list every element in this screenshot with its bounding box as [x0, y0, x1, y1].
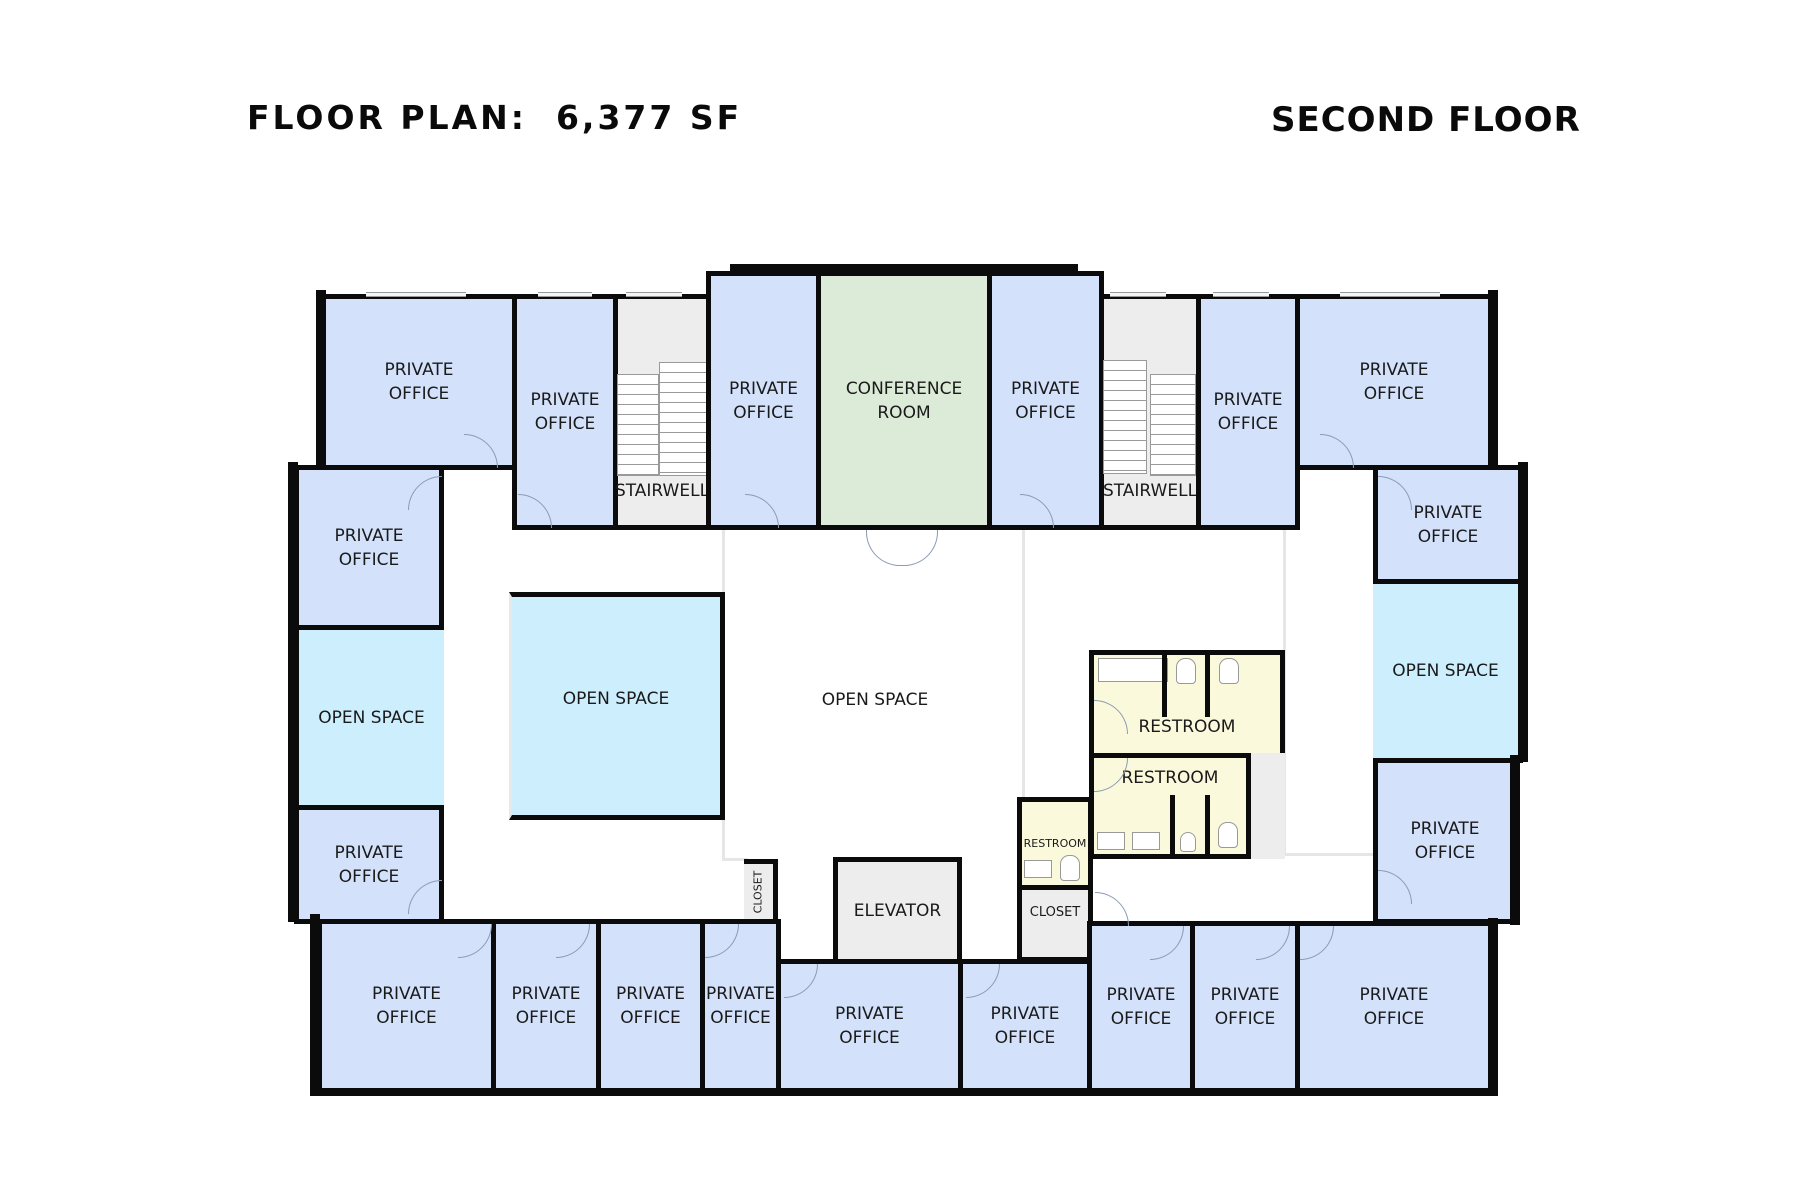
utility-strip — [1246, 753, 1285, 859]
window — [538, 292, 592, 297]
window — [1110, 292, 1166, 297]
toilet-icon — [1176, 658, 1196, 684]
room-label: CLOSET — [1029, 905, 1081, 920]
exterior-wall — [730, 264, 1078, 274]
private-office-bottom-4[interactable]: PRIVATE OFFICE — [700, 919, 781, 1093]
stairs-icon — [659, 362, 707, 476]
room-label: PRIVATE OFFICE — [511, 984, 581, 1028]
room-label: PRIVATE OFFICE — [1413, 502, 1483, 547]
floor-plan-title: FLOOR PLAN: 6,377 SF — [247, 98, 743, 137]
closet-2[interactable]: CLOSET — [744, 859, 778, 924]
conference-room[interactable]: CONFERENCE ROOM — [816, 271, 992, 530]
room-label: PRIVATE OFFICE — [384, 360, 454, 404]
toilet-icon — [1219, 658, 1239, 684]
toilet-icon — [1060, 855, 1080, 881]
room-label: PRIVATE OFFICE — [1359, 985, 1429, 1029]
room-label: PRIVATE OFFICE — [615, 984, 686, 1028]
stairs-icon — [1150, 374, 1196, 476]
open-space-central: OPEN SPACE — [725, 600, 1025, 800]
room-label: PRIVATE OFFICE — [1210, 985, 1280, 1029]
exterior-wall — [310, 1088, 1498, 1096]
room-label: RESTROOM — [1121, 768, 1219, 788]
room-label: STAIRWELL — [1102, 481, 1198, 501]
private-office-bottom-7[interactable]: PRIVATE OFFICE — [1087, 921, 1195, 1093]
open-space-left[interactable]: OPEN SPACE — [294, 625, 444, 810]
room-label: RESTROOM — [1138, 717, 1236, 737]
private-office-bottom-2[interactable]: PRIVATE OFFICE — [491, 919, 601, 1093]
room-label: PRIVATE OFFICE — [334, 842, 404, 887]
stairs-icon — [1103, 360, 1147, 474]
private-office-top-2[interactable]: PRIVATE OFFICE — [512, 294, 618, 530]
double-door-icon[interactable] — [866, 530, 902, 566]
room-label: PRIVATE OFFICE — [530, 390, 600, 434]
sink-icon — [1098, 658, 1168, 682]
room-label: PRIVATE OFFICE — [728, 378, 799, 423]
stall-partition — [1162, 655, 1167, 717]
room-label: PRIVATE OFFICE — [1010, 378, 1081, 423]
sink-icon — [1024, 860, 1052, 878]
room-label: PRIVATE OFFICE — [371, 984, 442, 1028]
window — [1340, 292, 1440, 297]
exterior-wall — [1488, 918, 1498, 1094]
stall-partition — [1205, 795, 1210, 857]
room-label: OPEN SPACE — [318, 707, 425, 728]
exterior-wall — [1488, 290, 1498, 470]
private-office-top-3[interactable]: PRIVATE OFFICE — [706, 271, 821, 530]
closet-1[interactable]: CLOSET — [1017, 885, 1093, 962]
toilet-icon — [1218, 822, 1238, 848]
room-label: OPEN SPACE — [821, 690, 929, 710]
room-label: CONFERENCE ROOM — [845, 378, 963, 423]
window — [626, 292, 682, 297]
private-office-bottom-3[interactable]: PRIVATE OFFICE — [596, 919, 705, 1093]
private-office-bottom-9[interactable]: PRIVATE OFFICE — [1295, 921, 1493, 1093]
stall-partition — [1205, 655, 1210, 717]
door-icon[interactable] — [1095, 892, 1129, 926]
private-office-top-5[interactable]: PRIVATE OFFICE — [1196, 294, 1300, 530]
stairs-icon — [617, 374, 659, 476]
room-label: PRIVATE OFFICE — [1410, 819, 1480, 863]
stall-partition — [1170, 795, 1175, 857]
exterior-wall — [288, 462, 298, 922]
open-space-right[interactable]: OPEN SPACE — [1373, 579, 1523, 763]
room-label: RESTROOM — [1023, 836, 1087, 850]
room-label: PRIVATE OFFICE — [990, 1004, 1060, 1048]
private-office-bottom-8[interactable]: PRIVATE OFFICE — [1190, 921, 1300, 1093]
room-label: OPEN SPACE — [562, 689, 670, 709]
room-label: CLOSET — [751, 870, 765, 913]
corridor-divider — [1022, 528, 1025, 800]
open-space-center-left[interactable]: OPEN SPACE — [509, 592, 725, 820]
double-door-icon[interactable] — [902, 530, 938, 566]
room-label: PRIVATE OFFICE — [834, 1004, 905, 1048]
room-label: PRIVATE OFFICE — [1213, 390, 1283, 434]
room-label: STAIRWELL — [614, 481, 710, 501]
window — [366, 292, 466, 297]
floor-label: SECOND FLOOR — [1271, 100, 1581, 140]
room-label: OPEN SPACE — [1392, 661, 1499, 681]
room-label: PRIVATE OFFICE — [1359, 360, 1429, 404]
exterior-wall — [1510, 755, 1520, 925]
room-label: PRIVATE OFFICE — [1106, 985, 1176, 1029]
exterior-wall — [316, 290, 326, 470]
toilet-icon — [1180, 832, 1196, 852]
exterior-wall — [1518, 462, 1528, 762]
sink-icon — [1097, 832, 1125, 850]
exterior-wall — [310, 914, 320, 1096]
corridor-divider — [722, 858, 748, 861]
corridor-divider — [1283, 853, 1376, 856]
room-label: PRIVATE OFFICE — [705, 984, 776, 1028]
room-label: PRIVATE OFFICE — [334, 525, 404, 570]
room-label: ELEVATOR — [853, 900, 942, 921]
elevator[interactable]: ELEVATOR — [833, 857, 962, 964]
window — [1213, 292, 1269, 297]
private-office-top-4[interactable]: PRIVATE OFFICE — [987, 271, 1104, 530]
sink-icon — [1132, 832, 1160, 850]
